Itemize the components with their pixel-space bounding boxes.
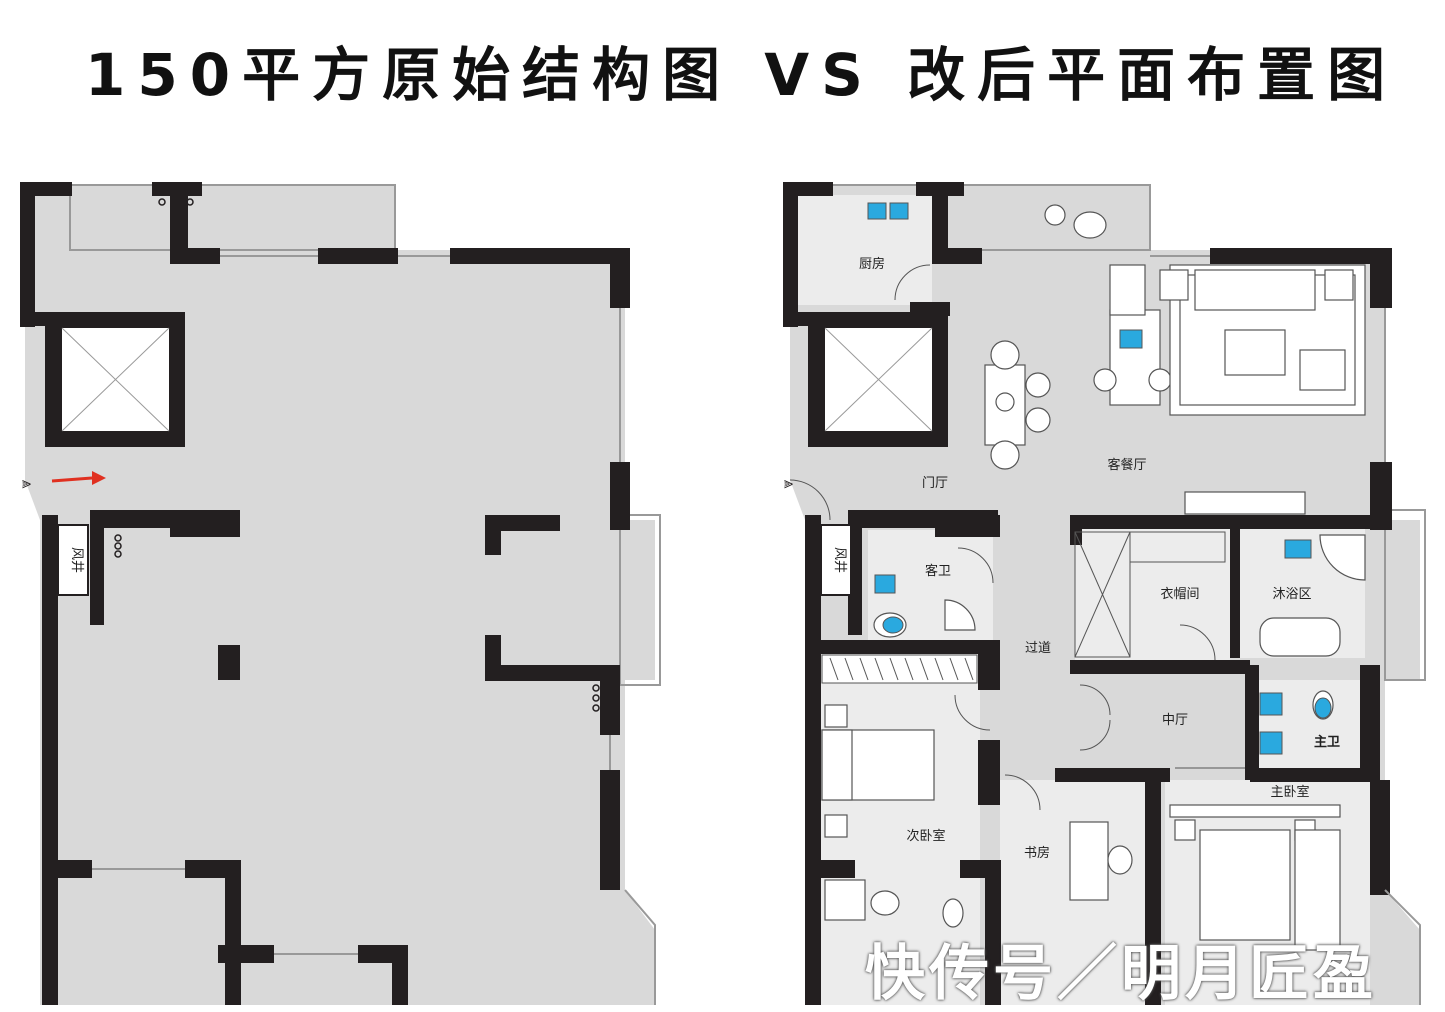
cloakroom-cabinets	[1074, 531, 1226, 658]
original-windows	[92, 255, 656, 1005]
original-balcony-top	[69, 184, 396, 251]
kitchen-island	[1109, 309, 1161, 406]
blue-fixtures	[867, 202, 1332, 755]
entry-marker-renovated: ⫸	[784, 473, 793, 492]
renovated-balcony-right	[1384, 509, 1426, 681]
shower-area-label: 沐浴区	[1272, 587, 1311, 602]
study-desk	[1069, 821, 1109, 901]
living-dining-label: 客餐厅	[1107, 457, 1146, 473]
watermark: 快传号／明月匠盈	[865, 939, 1377, 1009]
renovated-furniture	[821, 204, 1366, 951]
original-floor	[25, 185, 655, 1005]
bathtub	[1259, 617, 1341, 657]
tv-cabinet	[1184, 491, 1306, 515]
kitchen-label: 厨房	[859, 256, 885, 272]
page-title: 150平方原始结构图 VS 改后平面布置图	[85, 41, 1398, 109]
svg-text:⫸: ⫸	[22, 473, 31, 492]
original-plan: 风井 ⫸	[20, 182, 661, 1005]
renovated-walls	[783, 182, 1392, 1005]
master-bedroom-bed	[1199, 829, 1291, 941]
renovated-vent-shaft-label: 风井	[832, 547, 847, 573]
master-bedroom-label: 主卧室	[1270, 784, 1309, 800]
master-bath-label: 主卫	[1314, 734, 1340, 750]
original-vent-shaft	[57, 524, 89, 596]
second-bedroom-wardrobe	[821, 654, 978, 684]
door-swings	[789, 264, 1245, 811]
entry-arrow-original: ⫸	[22, 471, 106, 492]
foyer-label: 门厅	[922, 476, 948, 491]
original-pipes	[114, 198, 600, 712]
guest-bath-label: 客卫	[925, 563, 951, 579]
original-walls	[20, 182, 630, 1005]
original-vent-shaft-label: 风井	[69, 547, 84, 573]
renovated-windows	[1150, 255, 1421, 1005]
renovated-vent-shaft	[820, 524, 852, 596]
coffee-table	[1224, 329, 1286, 376]
corridor-label: 过道	[1025, 641, 1051, 656]
middle-hall-label: 中厅	[1162, 713, 1188, 728]
original-balcony-right	[619, 514, 661, 686]
second-bedroom-label: 次卧室	[906, 828, 945, 844]
study-label: 书房	[1024, 845, 1050, 861]
renovated-plan: 风井 ⫸ 厨房 门厅 客餐厅 客卫 衣帽间 沐浴区 过道 中厅 主卫 主卧室 次…	[783, 182, 1426, 1005]
sofa	[1194, 269, 1316, 311]
cloakroom-label: 衣帽间	[1160, 586, 1199, 602]
